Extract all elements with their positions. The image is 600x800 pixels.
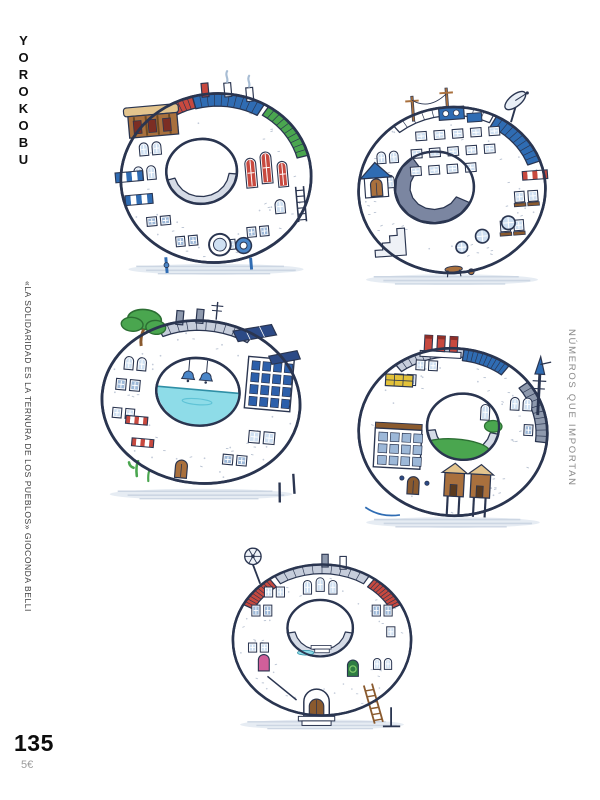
zero-building-illustration-5 [206, 540, 438, 740]
zero-building-illustration-1 [98, 70, 334, 286]
zero-building-top-right-svg [357, 87, 549, 285]
right-caption: NÚMEROS QUE IMPORTAN [566, 329, 577, 487]
masthead-title: YOROKOBU [16, 33, 31, 169]
zero-building-illustration-4 [334, 325, 572, 539]
zero-building-top-left-svg [114, 70, 313, 275]
zero-building-middle-right-svg [357, 334, 552, 528]
zero-building-bottom-svg [231, 547, 413, 730]
issue-price: 5€ [21, 759, 34, 771]
left-quote: «LA SOLIDARIDAD ES LA TERNURA DE LOS PUE… [23, 281, 33, 612]
zero-building-illustration-3 [82, 290, 320, 514]
issue-number: 135 [14, 730, 54, 756]
zero-building-illustration-2 [336, 84, 568, 296]
zero-building-middle-left-svg [100, 301, 302, 503]
